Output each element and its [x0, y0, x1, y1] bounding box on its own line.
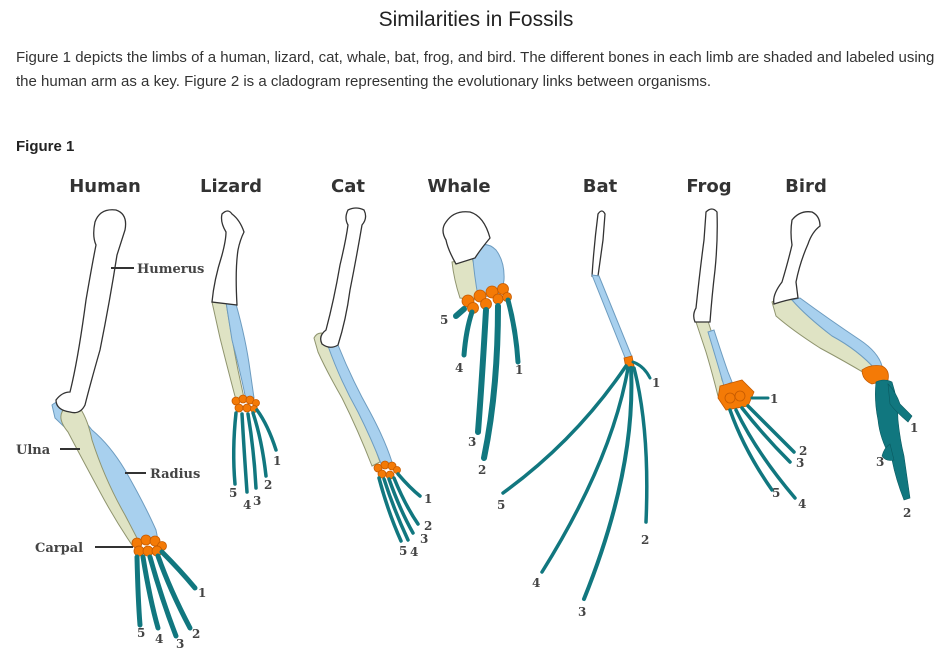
- bat-digit-2: 2: [641, 533, 649, 547]
- label-carpal: Carpal: [35, 541, 83, 556]
- header-bird: Bird: [785, 176, 827, 197]
- header-frog: Frog: [686, 176, 731, 197]
- cat-digit-2: 2: [424, 519, 432, 533]
- cat-digit-4: 4: [410, 545, 418, 559]
- bat-digit-3: 3: [578, 605, 586, 619]
- human-digit-2: 2: [192, 627, 200, 641]
- cat-digit-3: 3: [420, 532, 428, 546]
- lizard-digit-1: 1: [273, 454, 281, 468]
- header-bat: Bat: [583, 176, 618, 197]
- limb-human: 1 2 3 4 5 Humerus Ulna Radius Carpal: [16, 209, 206, 651]
- human-digit-1: 1: [198, 586, 206, 600]
- limb-lizard: 1 2 3 4 5: [211, 210, 281, 512]
- bat-digit-4: 4: [532, 576, 540, 590]
- cat-ulna: [313, 332, 381, 467]
- lizard-digits: [231, 408, 278, 494]
- label-humerus: Humerus: [137, 262, 204, 277]
- lizard-digit-4: 4: [243, 498, 251, 512]
- whale-digit-5: 5: [440, 313, 448, 327]
- whale-carpals: [461, 283, 512, 314]
- limb-frog: 1 2 3 4 5: [693, 208, 807, 511]
- bat-digit-1: 1: [652, 376, 660, 390]
- human-digit-5: 5: [137, 626, 145, 640]
- whale-digit-4: 4: [455, 361, 463, 375]
- bat-digit-5: 5: [497, 498, 505, 512]
- cat-digit-1: 1: [424, 492, 432, 506]
- human-digit-4: 4: [155, 632, 163, 646]
- bird-digit-3: 3: [876, 455, 884, 469]
- header-human: Human: [69, 176, 141, 197]
- header-cat: Cat: [331, 176, 365, 197]
- cat-digits: [377, 472, 422, 543]
- bat-digits: [501, 360, 652, 601]
- limb-bird: 1 2 3: [771, 211, 918, 520]
- lizard-digit-2: 2: [264, 478, 272, 492]
- label-radius: Radius: [150, 467, 200, 482]
- lizard-digit-5: 5: [229, 486, 237, 500]
- frog-digit-3: 3: [796, 456, 804, 470]
- cat-digit-5: 5: [399, 544, 407, 558]
- frog-carpals: [717, 379, 755, 411]
- cat-radius: [327, 344, 393, 467]
- bird-ulna: [771, 297, 873, 375]
- whale-digits: [453, 297, 521, 461]
- intro-paragraph: Figure 1 depicts the limbs of a human, l…: [16, 49, 935, 90]
- cat-humerus: [320, 207, 367, 348]
- lizard-digit-3: 3: [253, 494, 261, 508]
- lizard-radius: [225, 301, 255, 401]
- whale-humerus: [442, 211, 491, 265]
- frog-digit-5: 5: [772, 486, 780, 500]
- limb-cat: 1 2 3 4 5: [313, 207, 432, 559]
- header-whale: Whale: [427, 176, 490, 197]
- whale-digit-2: 2: [478, 463, 486, 477]
- bird-digits: [875, 379, 913, 501]
- figure-label: Figure 1: [16, 138, 75, 155]
- limb-whale: 1 2 3 4 5: [440, 211, 523, 477]
- frog-digits: [728, 396, 797, 500]
- human-carpals: [131, 534, 167, 557]
- frog-digit-1: 1: [770, 392, 778, 406]
- bat-humerus: [591, 210, 606, 277]
- bat-radius: [591, 274, 633, 361]
- bird-carpal: [861, 365, 889, 385]
- whale-digit-1: 1: [515, 363, 523, 377]
- bird-digit-1: 1: [910, 421, 918, 435]
- header-lizard: Lizard: [200, 176, 262, 197]
- bird-humerus: [773, 211, 821, 305]
- lizard-carpals: [231, 394, 260, 413]
- human-digits: [134, 549, 198, 639]
- frog-radius: [707, 329, 733, 387]
- cat-carpals: [373, 460, 401, 480]
- limb-bat: 1 2 3 4 5: [497, 210, 660, 619]
- human-digit-3: 3: [176, 637, 184, 651]
- page-title: Similarities in Fossils: [378, 8, 574, 31]
- frog-humerus: [693, 208, 718, 323]
- lizard-humerus: [211, 210, 245, 306]
- human-humerus: [55, 209, 127, 414]
- bird-digit-2: 2: [903, 506, 911, 520]
- frog-digit-4: 4: [798, 497, 806, 511]
- label-ulna: Ulna: [16, 443, 51, 458]
- frog-digit-2: 2: [799, 444, 807, 458]
- whale-digit-3: 3: [468, 435, 476, 449]
